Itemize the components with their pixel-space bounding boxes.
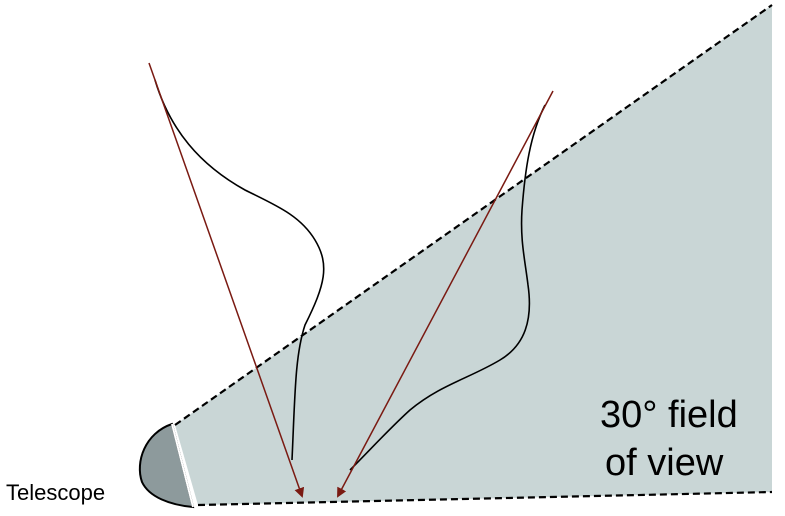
- telescope-icon: [138, 422, 195, 509]
- right-wandering-path: [349, 104, 546, 471]
- fov-label-line1: 30° field: [600, 394, 738, 436]
- fov-lower-boundary: [197, 490, 773, 507]
- left-wandering-path: [154, 79, 325, 461]
- fov-label-line2: of view: [605, 442, 724, 484]
- fov-upper-boundary: [174, 4, 773, 426]
- telescope-label: Telescope: [6, 480, 105, 505]
- left-arrow: [148, 62, 305, 498]
- telescope-lens: [171, 423, 194, 508]
- right-arrow: [337, 90, 554, 498]
- field-of-view-region: [175, 5, 772, 505]
